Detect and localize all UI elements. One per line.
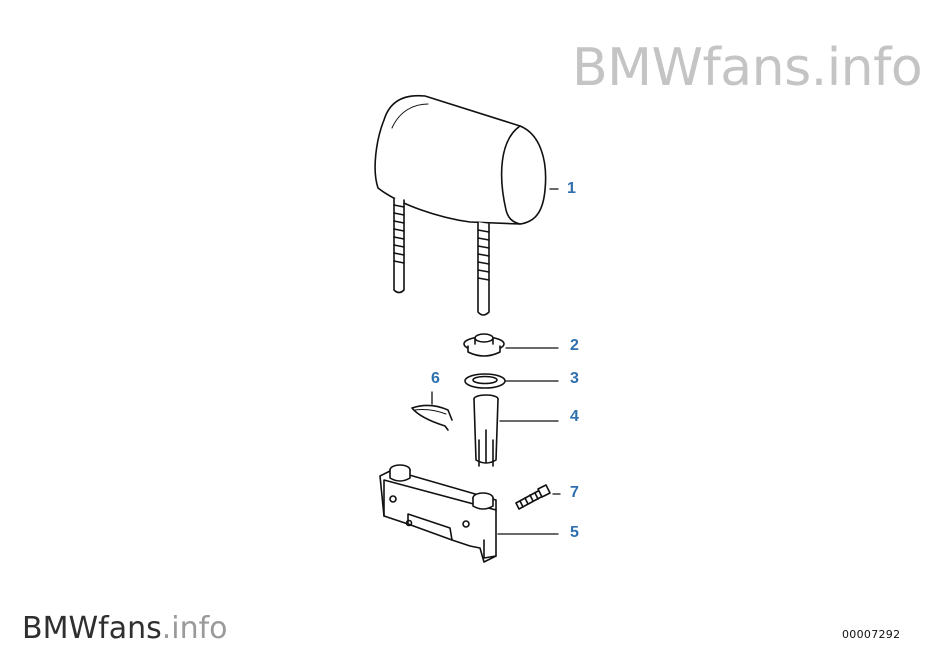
headrest-bracket xyxy=(379,464,497,563)
headrest-cushion xyxy=(374,94,547,225)
leader-lines xyxy=(431,188,561,535)
mounting-screw xyxy=(515,484,551,510)
diagram-number: 00007292 xyxy=(842,628,901,641)
watermark-bottom-suffix: .info xyxy=(161,611,228,646)
watermark-bottom: BMWfans.info xyxy=(22,614,228,644)
callout-3[interactable]: 3 xyxy=(570,370,579,387)
guide-sleeve xyxy=(473,394,499,467)
watermark-bottom-brand: BMWfans xyxy=(22,611,162,646)
watermark-top: BMWfans.info xyxy=(572,42,923,94)
callout-6[interactable]: 6 xyxy=(431,370,440,387)
watermark-top-brand: BMWfans xyxy=(572,38,811,98)
callout-4[interactable]: 4 xyxy=(570,408,579,425)
callout-7[interactable]: 7 xyxy=(570,484,579,501)
headrest-post-left xyxy=(393,197,405,294)
guide-ring xyxy=(464,373,506,389)
watermark-top-suffix: .info xyxy=(810,38,923,98)
callout-1[interactable]: 1 xyxy=(567,180,576,197)
spring-clip xyxy=(411,404,453,431)
guide-cap xyxy=(463,333,505,357)
callout-5[interactable]: 5 xyxy=(570,524,579,541)
headrest-post-right xyxy=(477,221,490,316)
callout-2[interactable]: 2 xyxy=(570,337,579,354)
